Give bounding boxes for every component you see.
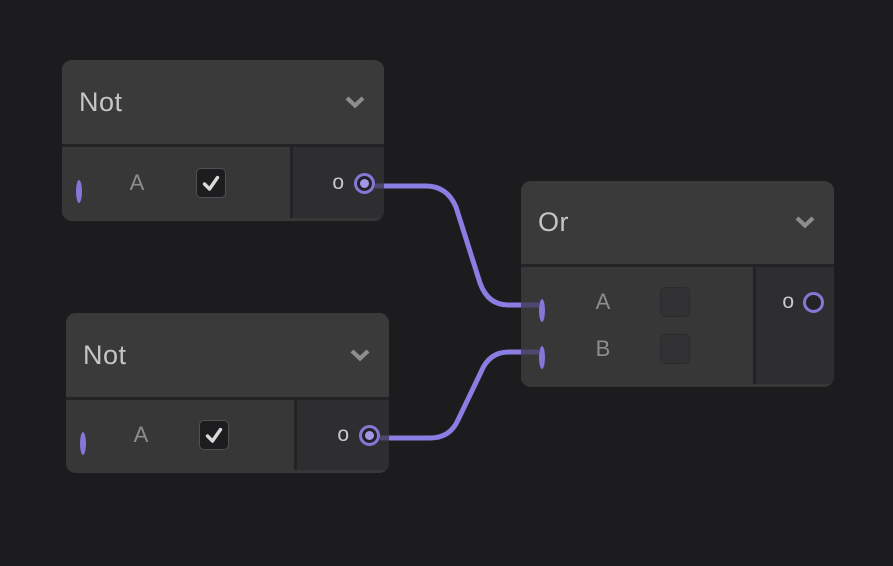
check-icon bbox=[200, 172, 222, 194]
output-label: o bbox=[782, 290, 794, 313]
node-not-1[interactable]: Not A o bbox=[62, 60, 384, 221]
input-port-a[interactable] bbox=[76, 180, 82, 203]
wire-not1-to-or-a bbox=[384, 183, 521, 308]
chevron-down-icon[interactable] bbox=[795, 216, 815, 229]
input-label: A bbox=[129, 170, 145, 195]
input-label: A bbox=[133, 422, 149, 447]
node-not-2[interactable]: Not A o bbox=[66, 313, 389, 473]
check-icon bbox=[203, 424, 225, 446]
node-title: Or bbox=[538, 207, 569, 237]
outputs-section: o bbox=[297, 400, 389, 470]
checkbox-input-a-disabled[interactable] bbox=[660, 287, 690, 317]
checkbox-input-a[interactable] bbox=[196, 168, 226, 198]
section-divider bbox=[294, 400, 297, 470]
output-port-o[interactable] bbox=[354, 172, 375, 194]
output-label: o bbox=[337, 423, 349, 446]
chevron-down-icon[interactable] bbox=[350, 348, 370, 362]
input-port-b[interactable] bbox=[539, 346, 545, 369]
node-or-1[interactable]: Or A B o bbox=[521, 181, 834, 387]
input-row-b: B bbox=[521, 329, 753, 369]
section-divider bbox=[753, 267, 756, 384]
outputs-section: o bbox=[293, 147, 384, 218]
node-title: Not bbox=[83, 339, 127, 370]
section-divider bbox=[290, 147, 293, 218]
output-row-o: o bbox=[293, 163, 384, 203]
input-row-a: A bbox=[66, 415, 294, 455]
inputs-section: A B bbox=[521, 267, 753, 384]
input-port-a[interactable] bbox=[539, 299, 545, 322]
output-label: o bbox=[332, 171, 344, 194]
node-header[interactable]: Or bbox=[521, 181, 834, 267]
chevron-down-icon[interactable] bbox=[345, 95, 365, 109]
output-port-o[interactable] bbox=[803, 291, 824, 313]
input-row-a: A bbox=[62, 163, 290, 203]
inputs-section: A bbox=[66, 400, 294, 470]
checkbox-input-b-disabled[interactable] bbox=[660, 334, 690, 364]
input-label: A bbox=[595, 289, 611, 314]
input-row-a: A bbox=[521, 282, 753, 322]
input-label: B bbox=[595, 336, 611, 361]
output-row-o: o bbox=[756, 282, 834, 322]
outputs-section: o bbox=[756, 267, 834, 384]
checkbox-input-a[interactable] bbox=[199, 420, 229, 450]
wire-not2-to-or-b bbox=[389, 349, 521, 441]
node-header[interactable]: Not bbox=[62, 60, 384, 147]
output-port-o[interactable] bbox=[359, 424, 380, 446]
node-header[interactable]: Not bbox=[66, 313, 389, 400]
inputs-section: A bbox=[62, 147, 290, 218]
node-title: Not bbox=[79, 86, 123, 117]
output-row-o: o bbox=[297, 415, 389, 455]
input-port-a[interactable] bbox=[80, 432, 86, 455]
